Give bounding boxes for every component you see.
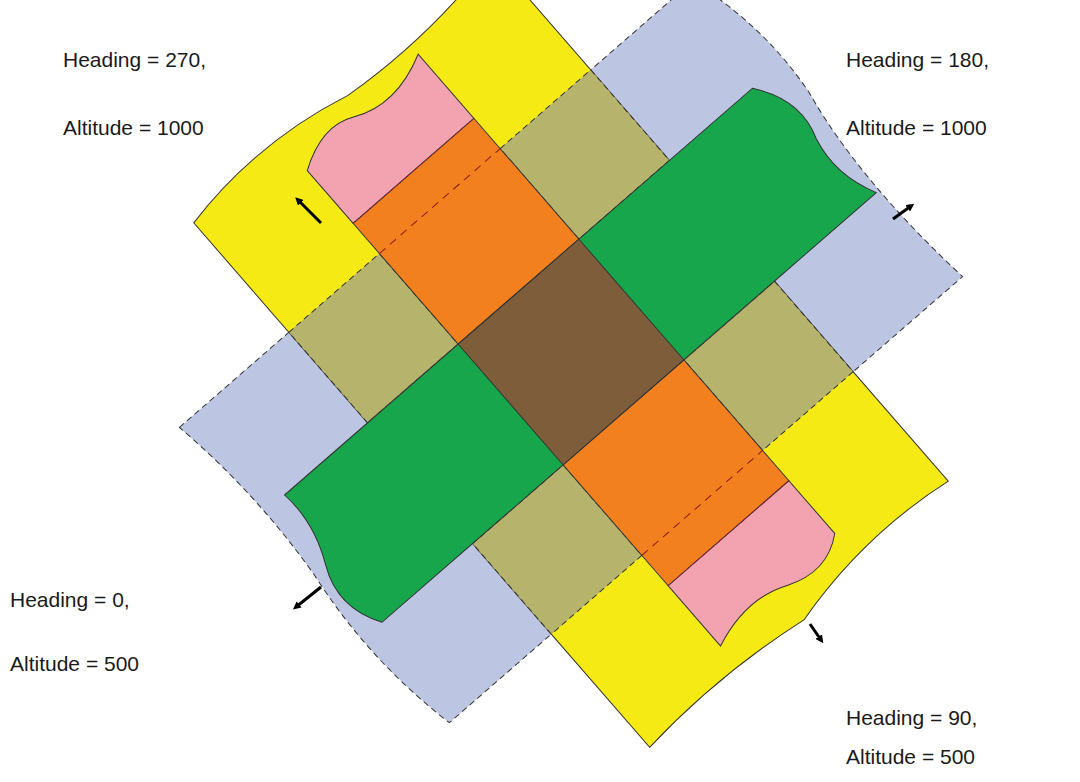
heading-label: Heading = 0,: [10, 588, 130, 612]
overlap-centre: [458, 239, 684, 465]
direction-arrow: [893, 206, 911, 219]
heading-label: Altitude = 1000: [63, 116, 204, 140]
heading-label: Heading = 270,: [63, 48, 206, 72]
heading-label: Altitude = 500: [846, 745, 975, 769]
direction-arrow: [810, 624, 821, 640]
hidden-edge: [642, 450, 763, 555]
yellow-band: [188, 0, 955, 751]
heading-label: Altitude = 1000: [846, 116, 987, 140]
direction-arrow: [298, 200, 321, 223]
heading-label: Altitude = 500: [10, 652, 139, 676]
direction-arrow: [296, 587, 321, 607]
heading-label: Heading = 90,: [846, 706, 977, 730]
green-band: [267, 72, 877, 632]
heading-label: Heading = 180,: [846, 48, 989, 72]
hidden-edge: [379, 149, 500, 254]
